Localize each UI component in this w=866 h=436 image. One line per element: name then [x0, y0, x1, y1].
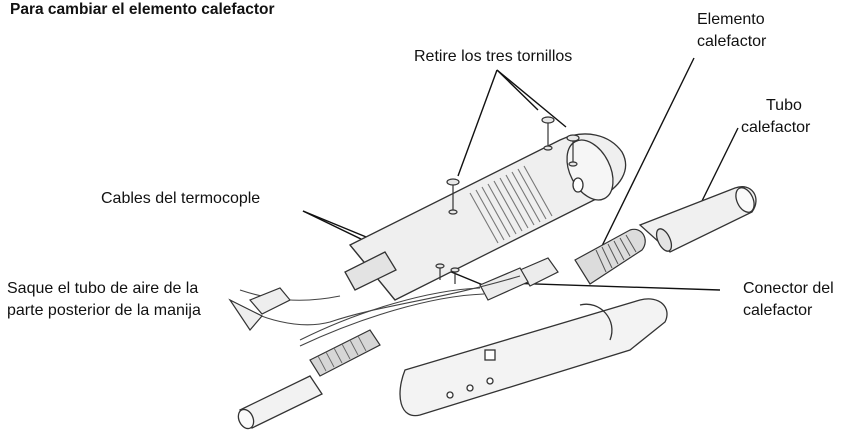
leader-screw-1: [457, 69, 498, 177]
cable-strain-relief: [309, 329, 381, 377]
label-heater-connector-line1: Conector del: [743, 280, 834, 297]
leader-screw-3: [496, 69, 567, 128]
label-heating-tube-line1: Tubo: [766, 97, 802, 114]
page-title: Para cambiar el elemento calefactor: [10, 1, 275, 18]
upper-shell-ribs: [469, 165, 553, 244]
leader-heater-connector: [504, 282, 721, 291]
lower-handle-shell: [399, 298, 668, 417]
upper-handle-shell: [344, 133, 627, 301]
screw-2: [541, 116, 555, 151]
label-air-tube-line2: parte posterior de la manija: [7, 302, 201, 319]
screw-small-1: [435, 263, 445, 280]
label-remove-screws: Retire los tres tornillos: [414, 48, 573, 65]
label-heating-element-line2: calefactor: [697, 33, 767, 50]
wires: [229, 275, 521, 347]
label-air-tube-line1: Saque el tubo de aire de la: [7, 280, 199, 297]
screw-1: [446, 178, 460, 215]
screws: [435, 116, 580, 284]
leader-screw-2: [496, 69, 539, 111]
label-thermocouple-cables: Cables del termocople: [101, 190, 261, 207]
screw-3: [566, 134, 580, 167]
label-heating-element-line1: Elemento: [697, 11, 765, 28]
air-tube-clip: [228, 287, 291, 331]
leader-heating-tube: [699, 127, 739, 206]
air-tube: [237, 375, 323, 430]
heating-tube: [638, 186, 757, 253]
screw-small-2: [450, 267, 460, 284]
leader-heating-element: [600, 57, 695, 249]
label-heating-tube-line2: calefactor: [741, 119, 811, 136]
heating-element: [574, 228, 646, 285]
label-heater-connector-line2: calefactor: [743, 302, 813, 319]
heater-connector: [479, 257, 559, 301]
